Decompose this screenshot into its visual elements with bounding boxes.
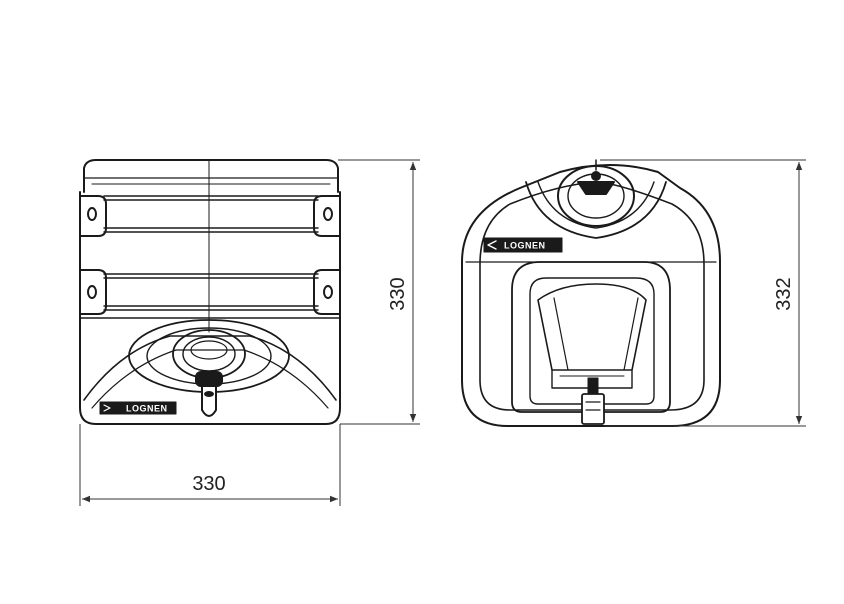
side-logo-plate xyxy=(483,237,563,253)
front-lid xyxy=(83,159,339,193)
side-recess-outer xyxy=(511,261,671,413)
side-body-outline xyxy=(461,164,721,427)
front-base-sweep xyxy=(83,335,337,401)
front-pocket-left-lower xyxy=(79,269,107,315)
side-recess-inner xyxy=(529,277,655,405)
front-logo-text: LOGNEN xyxy=(126,404,168,414)
front-rib-lower xyxy=(103,273,319,311)
front-logo-plate xyxy=(99,401,177,415)
side-cap-knob xyxy=(577,181,615,195)
front-view: LOGNEN xyxy=(79,159,341,425)
dimension-side-height xyxy=(600,159,806,427)
front-pocket-right-upper xyxy=(313,195,341,237)
dimension-front-height xyxy=(338,159,420,425)
side-tap-body xyxy=(581,393,605,425)
dim-label-front-width: 330 xyxy=(192,473,225,495)
dim-label-side-height: 332 xyxy=(773,277,795,310)
front-rib-upper xyxy=(103,195,319,233)
front-body-outline xyxy=(79,191,341,425)
side-logo-text: LOGNEN xyxy=(504,241,546,251)
dimension-front-width xyxy=(79,424,341,506)
front-pocket-left-upper xyxy=(79,195,107,237)
side-funnel xyxy=(537,283,647,371)
front-tap-knob xyxy=(195,371,223,387)
dim-label-front-height: 330 xyxy=(387,277,409,310)
side-view: LOGNEN xyxy=(461,159,721,427)
side-cap-surround xyxy=(525,181,667,239)
front-tap-spout xyxy=(201,385,217,417)
front-pocket-right-lower xyxy=(313,269,341,315)
side-tap-valve xyxy=(587,377,599,395)
